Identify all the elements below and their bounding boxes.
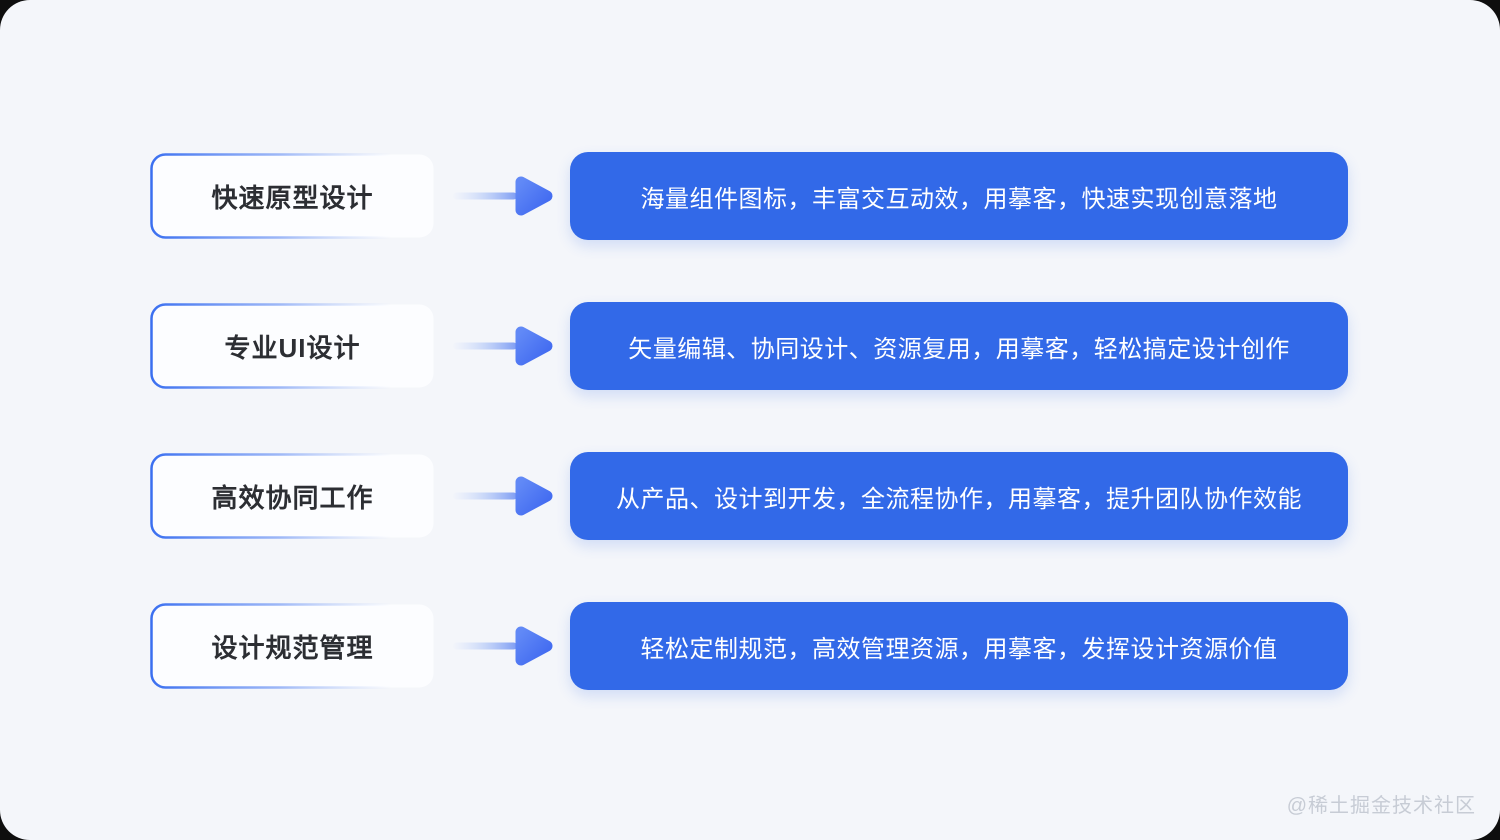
feature-label-box: 高效协同工作 <box>150 453 435 539</box>
feature-row: 快速原型设计 海量组件图标，丰富交互动效，用摹客，快速实现创意落地 <box>0 152 1500 240</box>
feature-label-box: 快速原型设计 <box>150 153 435 239</box>
arrow-wrap <box>435 320 570 372</box>
gradient-border <box>150 303 435 389</box>
feature-rows: 快速原型设计 海量组件图标，丰富交互动效，用摹客，快速实现创意落地 专业UI设计 <box>0 152 1500 690</box>
arrow-right-icon <box>452 326 552 366</box>
arrow-wrap <box>435 620 570 672</box>
feature-description: 轻松定制规范，高效管理资源，用摹客，发挥设计资源价值 <box>640 635 1278 663</box>
feature-row: 高效协同工作 从产品、设计到开发，全流程协作，用摹客，提升团队协作效能 <box>0 452 1500 540</box>
feature-description-box: 海量组件图标，丰富交互动效，用摹客，快速实现创意落地 <box>570 152 1348 240</box>
feature-description: 从产品、设计到开发，全流程协作，用摹客，提升团队协作效能 <box>616 485 1302 513</box>
arrow-wrap <box>435 470 570 522</box>
feature-label: 快速原型设计 <box>211 182 374 213</box>
feature-label: 高效协同工作 <box>211 482 374 513</box>
feature-description: 海量组件图标，丰富交互动效，用摹客，快速实现创意落地 <box>640 185 1278 213</box>
feature-label: 设计规范管理 <box>211 632 374 663</box>
feature-label-box: 专业UI设计 <box>150 303 435 389</box>
arrow-wrap <box>435 170 570 222</box>
feature-description-box: 轻松定制规范，高效管理资源，用摹客，发挥设计资源价值 <box>570 602 1348 690</box>
gradient-border <box>150 153 435 239</box>
arrow-right-icon <box>452 176 552 216</box>
gradient-border <box>150 453 435 539</box>
feature-description-box: 矢量编辑、协同设计、资源复用，用摹客，轻松搞定设计创作 <box>570 302 1348 390</box>
arrow-right-icon <box>452 626 552 666</box>
gradient-border <box>150 603 435 689</box>
arrow-right-icon <box>452 476 552 516</box>
feature-description-box: 从产品、设计到开发，全流程协作，用摹客，提升团队协作效能 <box>570 452 1348 540</box>
feature-description: 矢量编辑、协同设计、资源复用，用摹客，轻松搞定设计创作 <box>628 335 1290 363</box>
watermark: @稀土掘金技术社区 <box>1286 795 1476 817</box>
feature-row: 专业UI设计 矢量编辑、协同设计、资源复用，用摹客，轻松搞定设计创作 <box>0 302 1500 390</box>
feature-label: 专业UI设计 <box>224 332 361 363</box>
feature-label-box: 设计规范管理 <box>150 603 435 689</box>
feature-row: 设计规范管理 轻松定制规范，高效管理资源，用摹客，发挥设计资源价值 <box>0 602 1500 690</box>
